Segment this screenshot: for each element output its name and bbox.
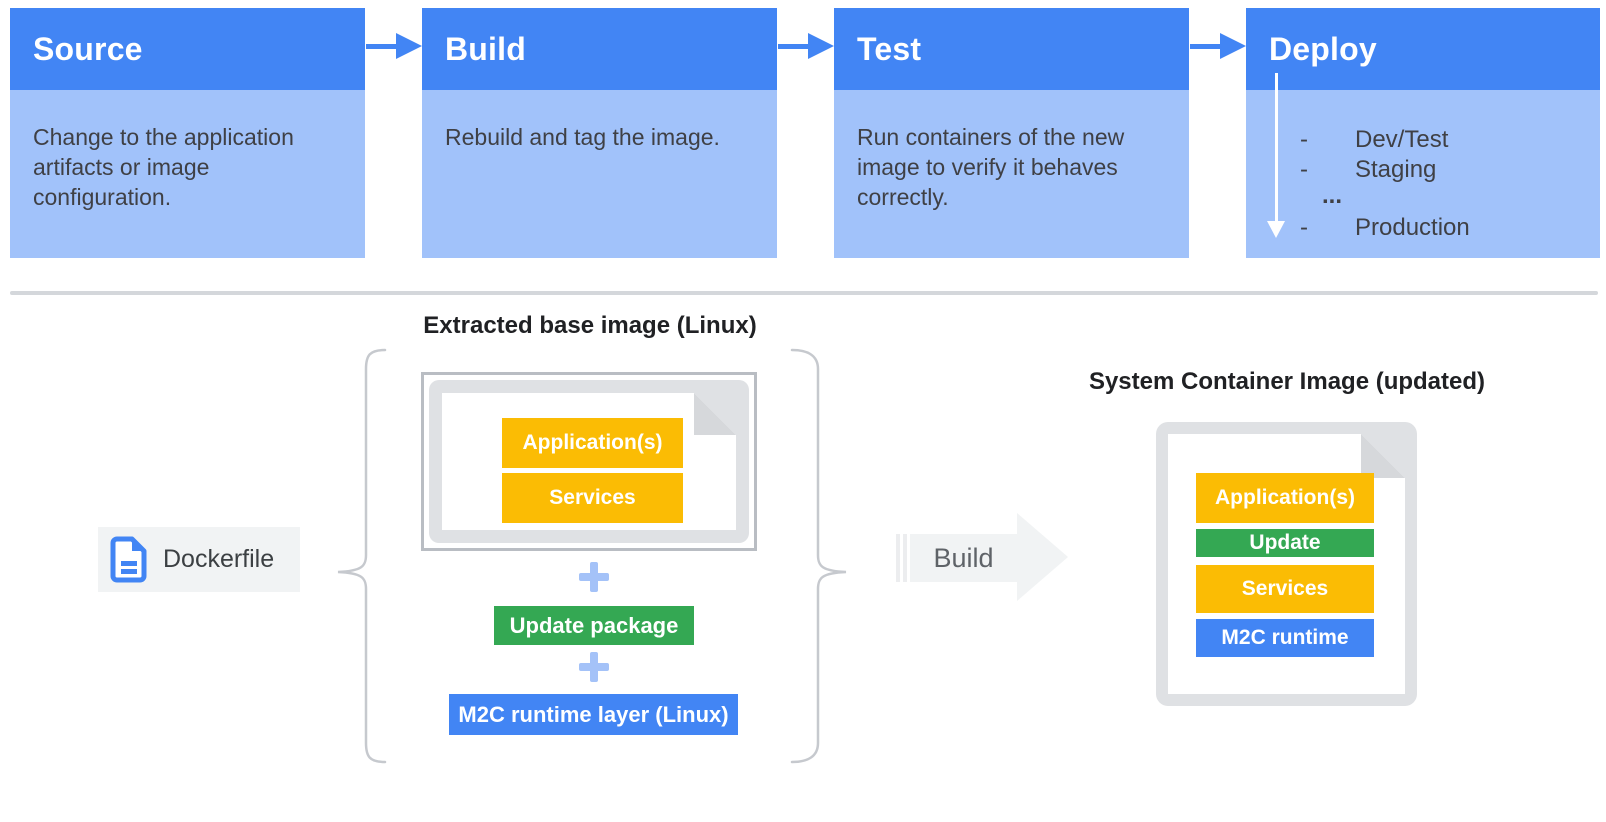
stage-title: Source xyxy=(33,30,143,67)
result-layer-update: Update xyxy=(1196,529,1374,557)
deploy-bullet-marker: - xyxy=(1300,156,1308,183)
folded-corner xyxy=(694,393,736,435)
stage-test-body: Run containers of the new image to verif… xyxy=(834,90,1189,258)
deploy-bullet-marker: - xyxy=(1300,214,1308,241)
stage-description: Rebuild and tag the image. xyxy=(445,124,720,150)
stage-title: Test xyxy=(857,30,922,67)
grouping-braces xyxy=(337,348,847,764)
plus-icon xyxy=(579,562,609,592)
layer-applications: Application(s) xyxy=(502,418,683,468)
stage-description: Run containers of the new image to verif… xyxy=(857,124,1125,210)
stage-title: Deploy xyxy=(1269,30,1377,67)
folded-corner xyxy=(1361,434,1405,478)
result-layer-applications: Application(s) xyxy=(1196,473,1374,523)
stage-deploy: Deploy xyxy=(1246,8,1600,258)
deploy-env-dev-test: Dev/Test xyxy=(1355,126,1449,153)
dockerfile-label: Dockerfile xyxy=(163,545,275,573)
layer-services: Services xyxy=(502,473,683,523)
stage-build: Build Rebuild and tag the image. xyxy=(422,8,777,258)
update-package-box: Update package xyxy=(494,606,694,645)
stage-deploy-header: Deploy xyxy=(1246,8,1600,90)
stage-test: Test Run containers of the new image to … xyxy=(834,8,1189,258)
result-layer-services: Services xyxy=(1196,565,1374,613)
system-container-image-title: System Container Image (updated) xyxy=(1088,368,1486,395)
stage-title: Build xyxy=(445,30,526,67)
stage-test-header: Test xyxy=(834,8,1189,90)
dockerfile-chip: Dockerfile xyxy=(98,527,300,592)
stage-source: Source Change to the application artifac… xyxy=(10,8,365,258)
deploy-env-ellipsis: ... xyxy=(1322,182,1343,209)
m2c-runtime-layer-box: M2C runtime layer (Linux) xyxy=(449,694,738,735)
stage-source-body: Change to the application artifacts or i… xyxy=(10,90,365,258)
deploy-env-production: Production xyxy=(1355,214,1470,241)
document-icon xyxy=(110,536,147,583)
deploy-bullet-marker: - xyxy=(1300,126,1308,153)
stage-source-header: Source xyxy=(10,8,365,90)
deploy-env-staging: Staging xyxy=(1355,156,1437,183)
stage-build-body: Rebuild and tag the image. xyxy=(422,90,777,258)
build-arrow-label: Build xyxy=(910,534,1017,582)
stage-build-header: Build xyxy=(422,8,777,90)
extracted-base-image-title: Extracted base image (Linux) xyxy=(423,312,757,339)
result-layer-m2c-runtime: M2C runtime xyxy=(1196,619,1374,657)
stage-deploy-body xyxy=(1246,90,1600,258)
section-divider xyxy=(10,291,1598,295)
stage-description: Change to the application artifacts or i… xyxy=(33,124,294,210)
plus-icon xyxy=(579,652,609,682)
system-container-image-document: Application(s) Update Services M2C runti… xyxy=(1156,422,1417,706)
